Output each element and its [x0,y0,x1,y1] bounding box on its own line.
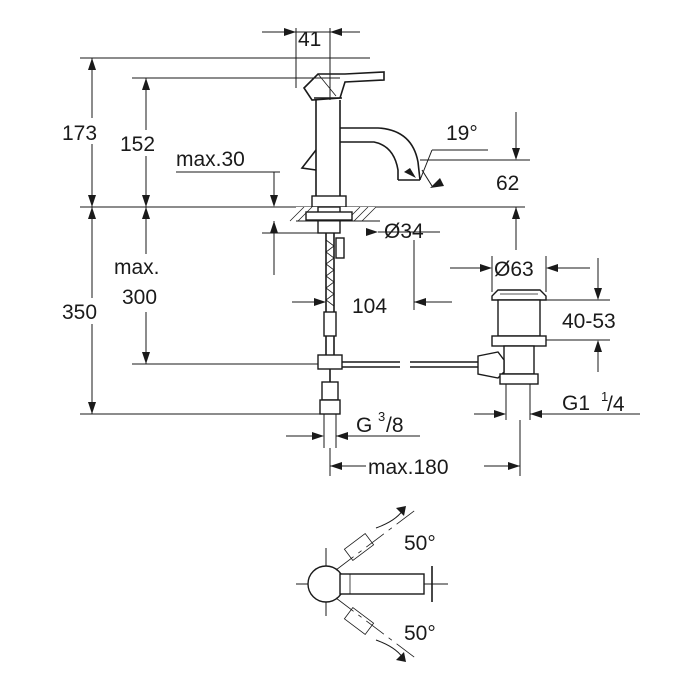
label-spout-angle: 19° [446,122,478,145]
label-height-152: 152 [120,133,155,156]
dim-173: 173 [60,57,370,207]
label-max-30: max.30 [176,148,245,171]
dim-hole-34: Ø34 [366,220,440,243]
label-width-41: 41 [298,28,321,51]
spout-lower [340,141,399,180]
label-length-350: 350 [62,301,97,324]
label-thread-g114-num: 1 [601,389,608,404]
label-thread-g38-main: G [356,414,372,437]
label-thread-g114-main: G1 [562,392,590,415]
dim-thread-g38: G 3 /8 [286,409,420,448]
label-waste-range: 40-53 [562,310,616,333]
dim-152: 152 [118,77,340,207]
supply-hoses [317,233,345,415]
pull-rod [342,361,478,368]
dim-spout: 19° 62 [404,112,530,250]
plan-view: 50° 50° [296,506,448,662]
label-max-180: max.180 [368,456,449,479]
elevation-view: 41 173 152 max.30 [60,28,640,479]
label-spout-height-62: 62 [496,172,519,195]
label-angle-upper: 50° [404,532,436,555]
dim-max-30: max.30 [176,148,330,275]
label-height-173: 173 [62,122,97,145]
label-depth-300: 300 [122,286,157,309]
dim-thread-g114: G1 1 /4 [474,389,640,418]
dim-350: 350 [60,207,320,415]
label-thread-g38-den: /8 [386,414,404,437]
label-angle-lower: 50° [404,622,436,645]
faucet-body [300,71,421,208]
dim-waste-range: 40-53 [546,258,616,372]
lever-handle [302,71,385,101]
waste-valve [477,289,547,420]
spout-upper [340,127,421,181]
label-waste-dia-63: Ø63 [494,258,534,281]
dim-waste-63: Ø63 [450,256,590,292]
label-hole-dia-34: Ø34 [384,220,424,243]
dim-max-300: max. 300 [112,207,318,365]
label-spacing-104: 104 [352,295,387,318]
label-thread-g114-den: /4 [607,393,625,416]
dim-104: 104 [292,240,452,318]
label-max: max. [114,256,160,279]
dim-41: 41 [262,28,360,100]
label-thread-g38-num: 3 [378,409,385,424]
body-column [315,100,341,207]
dim-max-180: max.180 [329,420,521,479]
